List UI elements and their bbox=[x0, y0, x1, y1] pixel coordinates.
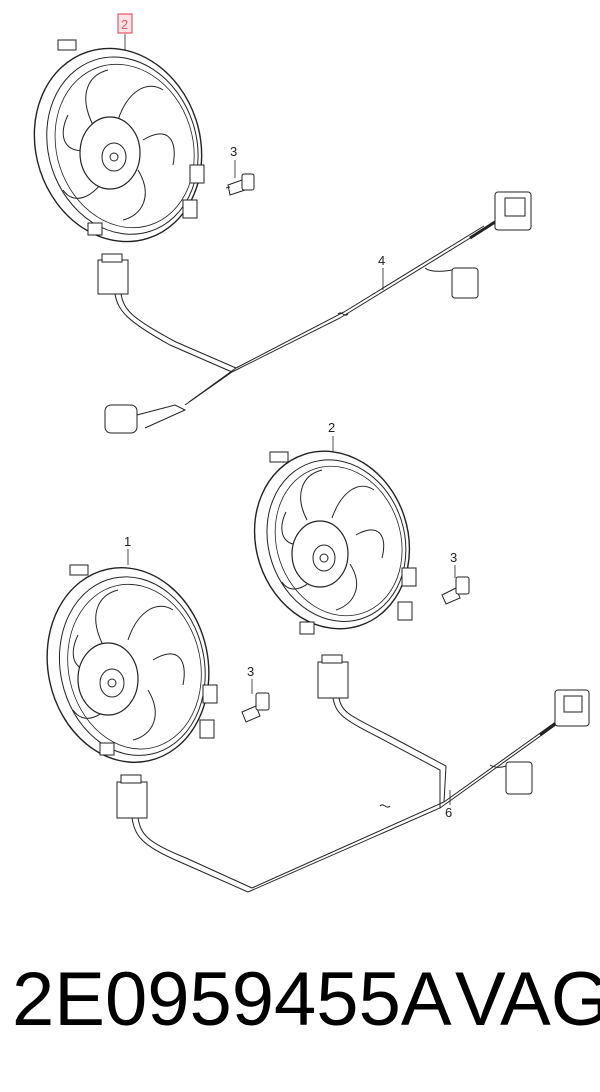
wiring-harness-bottom bbox=[116, 654, 590, 893]
callout-left-screw: 3 bbox=[247, 664, 254, 679]
screw-left bbox=[241, 692, 270, 723]
callout-box-top-fan bbox=[117, 13, 133, 34]
callout-top-screw: 3 bbox=[230, 144, 237, 159]
callout-right-fan: 2 bbox=[328, 420, 335, 435]
wiring-harness-top bbox=[97, 191, 532, 434]
callout-top-harness: 4 bbox=[378, 253, 385, 268]
radiator-fan-left bbox=[46, 564, 218, 763]
part-number: 2E0959455A bbox=[12, 957, 452, 1042]
screw-top bbox=[225, 173, 255, 196]
radiator-fan-top bbox=[33, 39, 205, 243]
callout-top-fan: 2 bbox=[121, 17, 128, 32]
screw-right bbox=[441, 576, 470, 605]
brand-label: VAG bbox=[455, 957, 600, 1042]
callout-left-fan: 1 bbox=[124, 534, 131, 549]
callout-right-screw: 3 bbox=[450, 550, 457, 565]
callout-bottom-harness: 6 bbox=[445, 805, 452, 820]
radiator-fan-right bbox=[253, 450, 417, 635]
